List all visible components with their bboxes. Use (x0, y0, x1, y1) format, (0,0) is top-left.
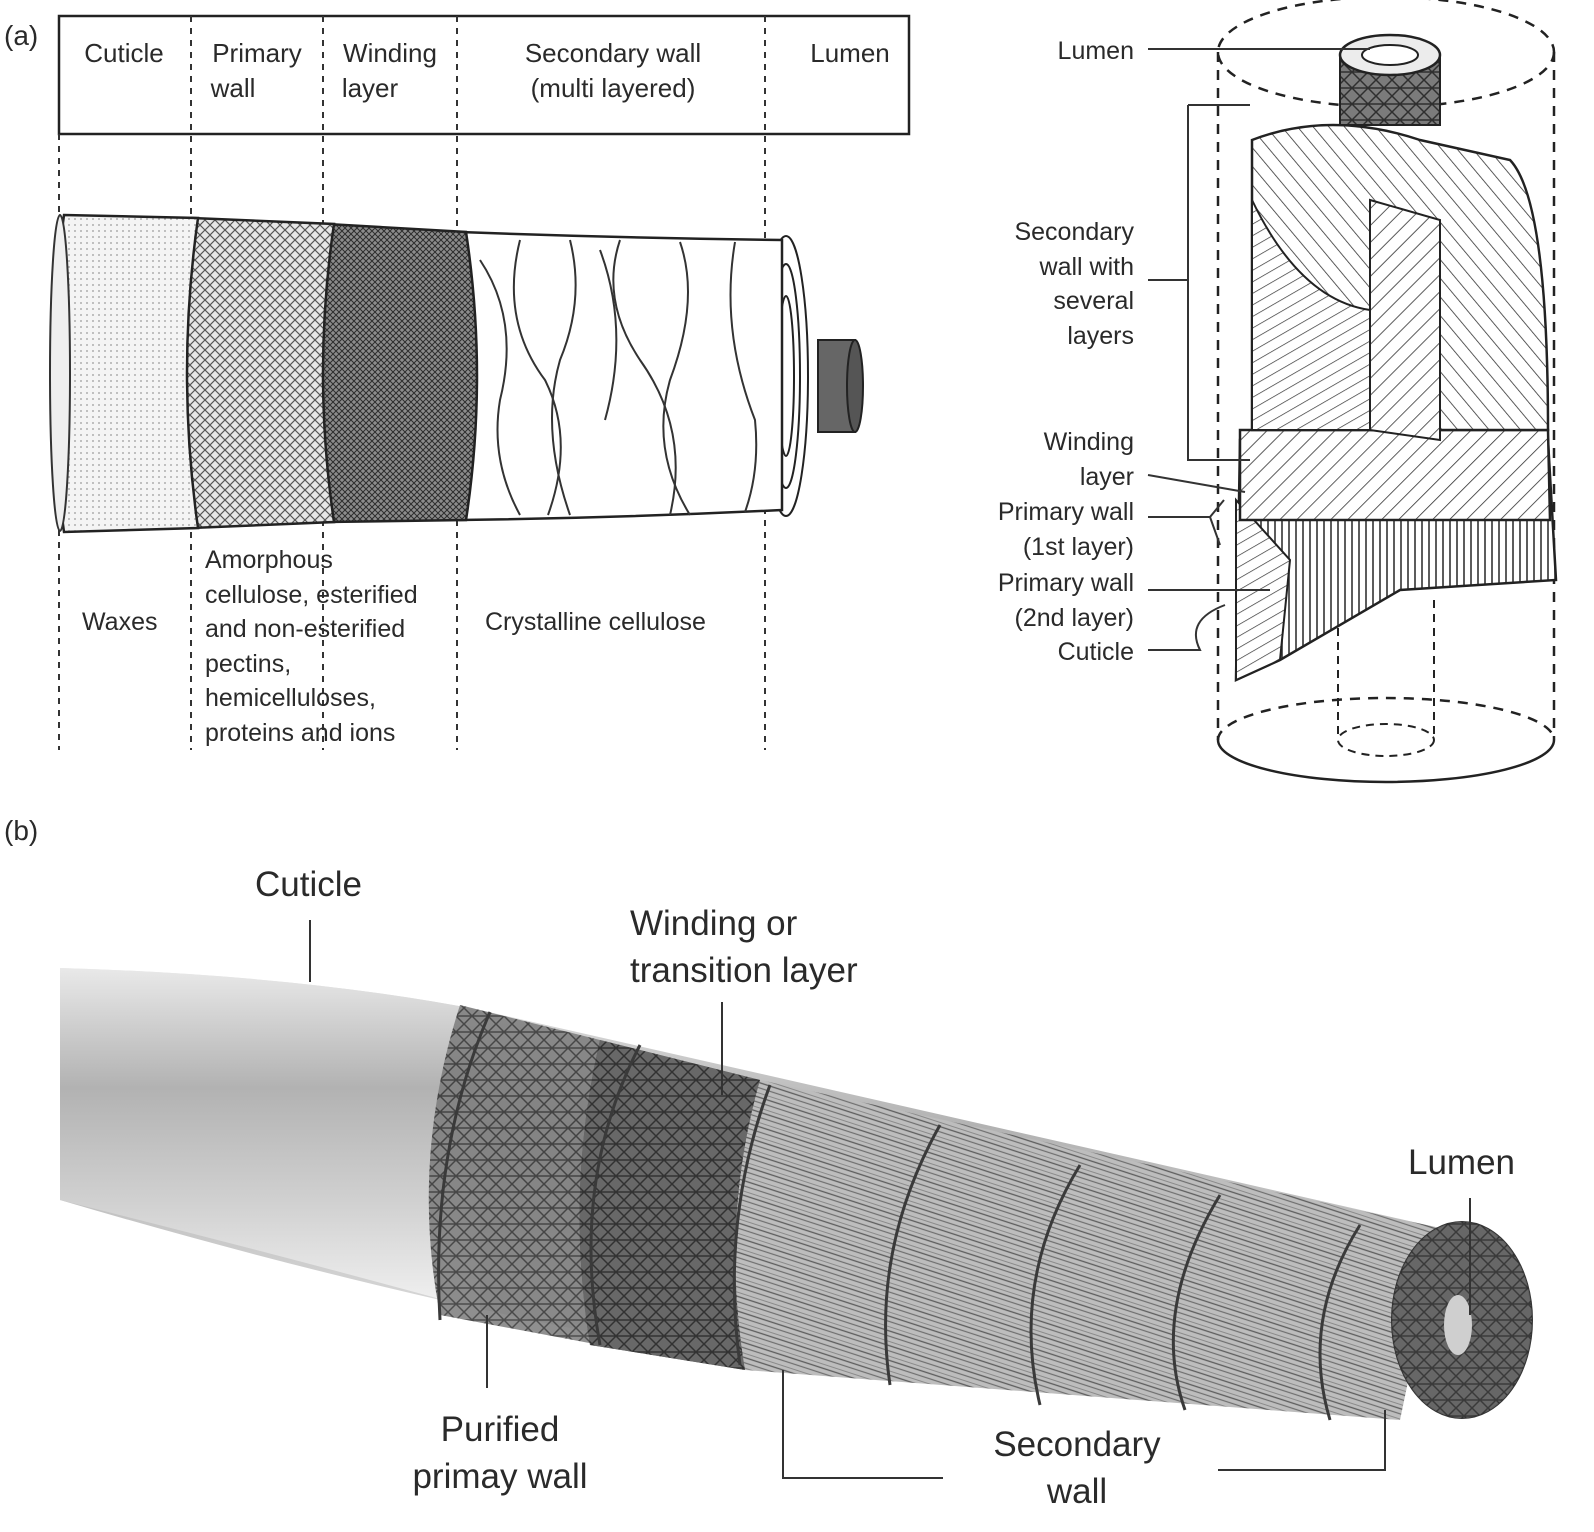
header-winding-line2: layer (342, 73, 399, 103)
primary-wall-band (179, 216, 336, 530)
header-primary-line1: Primary (212, 38, 302, 68)
micrograph-winding-line1: Winding or (630, 904, 798, 943)
micrograph-purified-line2: primay wall (412, 1457, 587, 1496)
micrograph-cuticle-label: Cuticle (255, 865, 362, 904)
primary-composition-line1: Amorphous (205, 546, 333, 574)
fibre-layer-illustration (49, 213, 864, 534)
micrograph-purified-line1: Purified (441, 1410, 560, 1449)
cutaway-primary1-line1: Primary wall (998, 498, 1134, 526)
micrograph-secondary-line2: wall (1046, 1472, 1107, 1511)
cutaway-primary2-line2: (2nd layer) (1015, 604, 1135, 632)
secondary-composition-text: Crystalline cellulose (485, 608, 706, 636)
cutaway-primary2-line1: Primary wall (998, 569, 1134, 597)
cutaway-primary1-line2: (1st layer) (1023, 533, 1134, 561)
cutaway-secondary-line1: Secondary (1014, 218, 1134, 246)
panel-b-label: (b) (4, 815, 38, 846)
cutaway-secondary-line4: layers (1067, 322, 1134, 350)
winding-layer-band (315, 222, 479, 524)
header-cuticle: Cuticle (84, 38, 163, 68)
secondary-wall-band (458, 230, 784, 522)
waxes-text: Waxes (82, 608, 157, 636)
micrograph-secondary-line1: Secondary (993, 1425, 1161, 1464)
header-secondary-line1: Secondary wall (525, 38, 701, 68)
cutaway-fibre-illustration (1216, 0, 1558, 784)
header-lumen: Lumen (810, 38, 890, 68)
cutaway-winding-line1: Winding (1044, 428, 1134, 456)
cutaway-lumen-label: Lumen (1058, 37, 1134, 65)
primary-composition-line3: and non-esterified (205, 615, 405, 643)
layer-header-table (57, 14, 911, 750)
cutaway-secondary-line2: wall with (1039, 253, 1134, 281)
header-primary-line2: wall (210, 73, 256, 103)
fibre-micrograph (60, 968, 1533, 1421)
panel-a-label: (a) (4, 20, 38, 51)
header-secondary-line2: (multi layered) (531, 73, 696, 103)
cutaway-secondary-line3: several (1053, 287, 1134, 315)
primary-composition-line4: pectins, (205, 650, 291, 678)
primary-composition-line5: hemicelluloses, (205, 684, 376, 712)
cutaway-cuticle-label: Cuticle (1058, 638, 1134, 666)
primary-composition-line2: cellulose, esterified (205, 581, 418, 609)
cutaway-winding-line2: layer (1080, 463, 1134, 491)
primary-composition-line6: proteins and ions (205, 719, 395, 747)
micrograph-lumen-label: Lumen (1408, 1143, 1515, 1182)
micrograph-winding-line2: transition layer (630, 951, 858, 990)
cuticle-band (51, 213, 200, 534)
header-winding-line1: Winding (343, 38, 437, 68)
